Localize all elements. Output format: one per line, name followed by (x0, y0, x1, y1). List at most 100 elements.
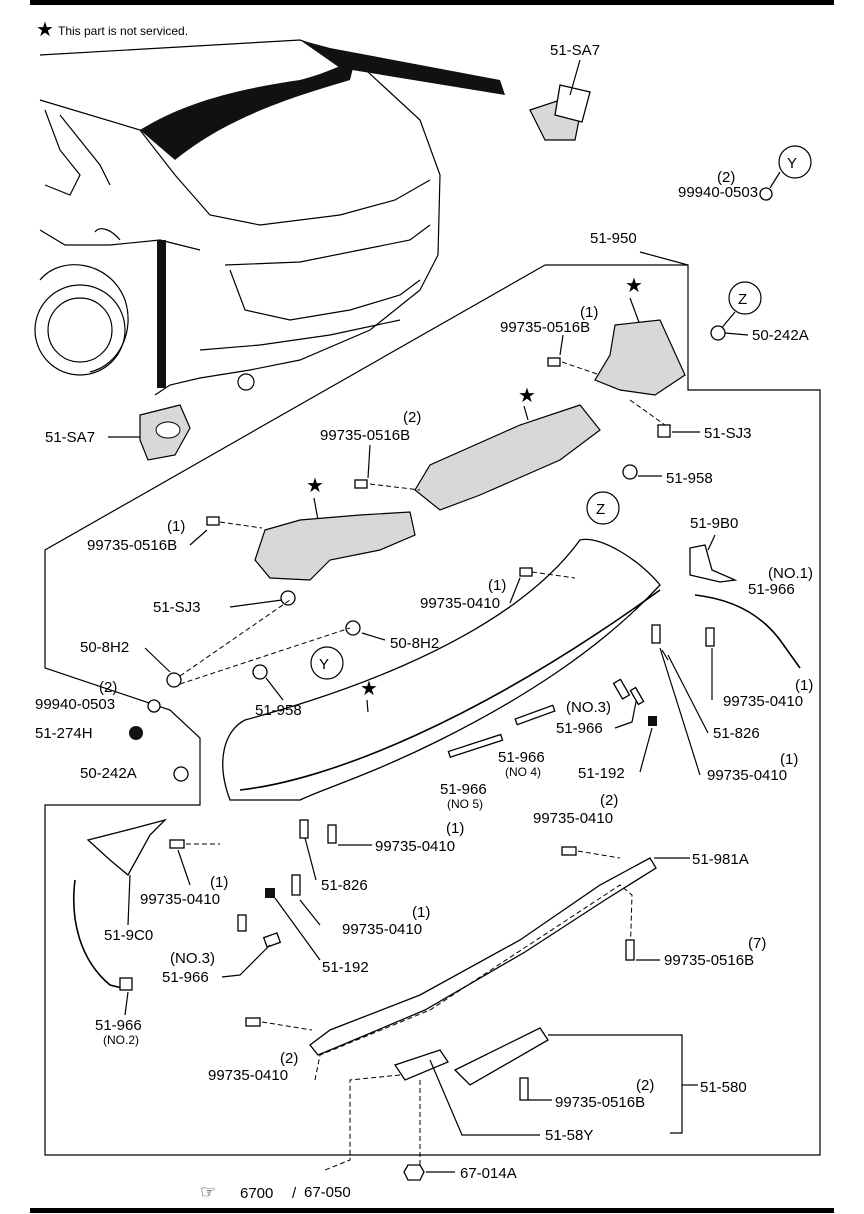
qty-b7: (7) (748, 935, 766, 952)
lamp-51-580 (453, 1027, 549, 1086)
screw-icon (519, 567, 533, 577)
seal-no1 (694, 594, 801, 669)
label-99735-0516b-b2: 99735-0516B (320, 427, 410, 444)
label-no2: (NO.2) (103, 1033, 139, 1047)
label-50-242a-top: 50-242A (752, 327, 809, 344)
grommet-icon (622, 464, 638, 480)
label-50-8h2-right: 50-8H2 (390, 635, 439, 652)
door-trim (157, 240, 166, 388)
label-no5: (NO 5) (447, 797, 483, 811)
qty-b2: (2) (403, 409, 421, 426)
label-51-826-right: 51-826 (713, 725, 760, 742)
label-51-580: 51-580 (700, 1079, 747, 1096)
qty-b3: (1) (167, 518, 185, 535)
label-no1: (NO.1) (768, 565, 813, 582)
qty-b1: (1) (580, 304, 598, 321)
screw-icon (291, 874, 301, 896)
bottom-rule (30, 1208, 834, 1213)
bolt-icon (519, 1077, 529, 1101)
bracket-sa7-top (529, 59, 591, 141)
bracket-left (254, 511, 416, 581)
qty-s2: (1) (795, 677, 813, 694)
harness-51-58y (393, 1049, 449, 1081)
label-99735-0410-s1: 99735-0410 (420, 595, 500, 612)
bolt-icon (206, 516, 220, 526)
assembly-frame-51-950 (44, 264, 821, 1156)
trim-9b0 (689, 544, 738, 583)
ref-z-label: Z (596, 501, 605, 518)
reference-arrow-icon: ☞ (200, 1182, 216, 1202)
label-51-9c0: 51-9C0 (104, 927, 153, 944)
seal-strip-no5 (447, 733, 504, 759)
ref-sub: 67-050 (304, 1184, 351, 1201)
label-99735-0516b-b3: 99735-0516B (87, 537, 177, 554)
label-99940-0503-left: 99940-0503 (35, 696, 115, 713)
label-99735-0410-s8: 99735-0410 (208, 1067, 288, 1084)
qty-s1: (1) (488, 577, 506, 594)
seal-piece-no3b (237, 914, 247, 932)
grommet-icon (710, 325, 726, 341)
grommet-icon (403, 1164, 425, 1181)
bracket-sa7-left (139, 404, 191, 461)
ref-y-circle (310, 646, 344, 680)
garnish-51-981a (309, 857, 657, 1056)
ref-y-label: Y (319, 656, 329, 673)
label-99735-0516b-b8: 99735-0516B (555, 1094, 645, 1111)
cap-icon (265, 888, 275, 898)
label-50-8h2-left: 50-8H2 (80, 639, 129, 656)
nut-icon (345, 620, 361, 636)
screw-icon (651, 624, 661, 644)
qty-s8: (2) (280, 1050, 298, 1067)
clip-icon (759, 187, 773, 201)
ref-z-circle (728, 281, 762, 315)
screw-icon (169, 839, 185, 849)
seal-piece-no3 (612, 678, 631, 700)
label-no3-b: (NO.3) (170, 950, 215, 967)
label-51-981a: 51-981A (692, 851, 749, 868)
star-icon: ★ (306, 475, 324, 497)
label-no4: (NO 4) (505, 765, 541, 779)
nut-icon (166, 672, 182, 688)
bolt-icon (625, 939, 635, 961)
label-50-242a-left: 50-242A (80, 765, 137, 782)
star-icon: ★ (625, 275, 643, 297)
screw-icon (245, 1017, 261, 1027)
star-icon: ★ (518, 385, 536, 407)
rear-spoiler-51-950 (222, 538, 661, 801)
top-rule (30, 0, 834, 5)
grommet-icon (173, 766, 189, 782)
label-51-sj3-right: 51-SJ3 (704, 425, 752, 442)
label-no3-a: (NO.3) (566, 699, 611, 716)
ref-y-label: Y (787, 155, 797, 172)
label-51-966-no4: 51-966 (498, 749, 545, 766)
bolt-icon (354, 479, 368, 489)
label-99940-0503-top: 99940-0503 (678, 184, 758, 201)
label-99735-0410-s3: 99735-0410 (707, 767, 787, 784)
qty-s6: (1) (210, 874, 228, 891)
ref-y-circle (778, 145, 812, 179)
rear-glass (140, 60, 355, 160)
screw-icon (705, 627, 715, 647)
ref-main: 6700 (240, 1185, 273, 1202)
label-51-826-left: 51-826 (321, 877, 368, 894)
label-51-966-no1: 51-966 (748, 581, 795, 598)
label-51-950: 51-950 (590, 230, 637, 247)
qty-s5: (1) (446, 820, 464, 837)
clip-icon (147, 699, 161, 713)
label-67-014a: 67-014A (460, 1165, 517, 1182)
vehicle-illustration (34, 39, 505, 396)
screw-icon (327, 824, 337, 844)
screw-icon (299, 819, 309, 839)
qty-s4: (2) (600, 792, 618, 809)
label-51-sj3-left: 51-SJ3 (153, 599, 201, 616)
label-51-966-no5: 51-966 (440, 781, 487, 798)
label-51-58y: 51-58Y (545, 1127, 593, 1144)
note-text: This part is not serviced. (58, 24, 188, 38)
label-99735-0410-s6: 99735-0410 (140, 891, 220, 908)
label-99735-0516b-b7: 99735-0516B (664, 952, 754, 969)
cap-icon (648, 716, 657, 726)
qty-s7: (1) (412, 904, 430, 921)
label-51-192-left: 51-192 (322, 959, 369, 976)
label-99735-0516b-b1: 99735-0516B (500, 319, 590, 336)
